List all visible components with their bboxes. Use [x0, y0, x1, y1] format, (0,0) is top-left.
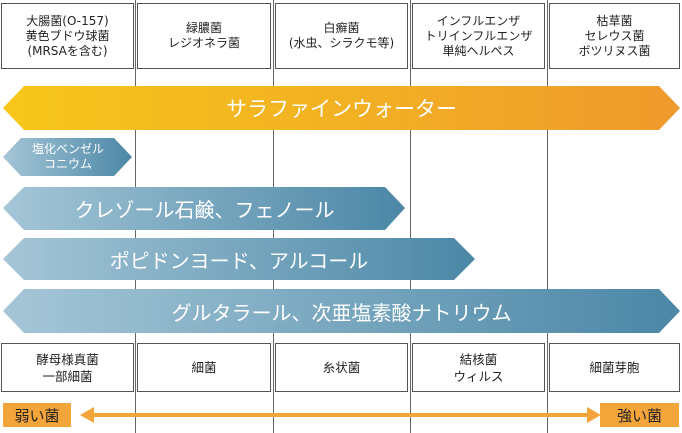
organism-box-bottom-2: 細菌 — [137, 343, 271, 392]
organism-box-bottom-3: 糸状菌 — [275, 343, 408, 392]
arrow-sarafine-water — [3, 86, 680, 130]
weak-organism-label: 弱い菌 — [3, 403, 71, 427]
organism-box-top-1: 大腸菌(O-157) 黄色ブドウ球菌 (MRSAを含む) — [1, 3, 134, 69]
strength-scale-right-head — [587, 407, 601, 423]
arrow-benzalkonium — [3, 138, 132, 176]
arrow-povidone-alcohol — [3, 238, 475, 280]
organism-box-top-5: 枯草菌 セレウス菌 ボツリヌス菌 — [549, 3, 680, 69]
arrow-cresol-phenol — [3, 187, 405, 230]
organism-box-bottom-4: 結核菌 ウィルス — [412, 343, 545, 392]
strong-organism-label: 強い菌 — [600, 403, 679, 427]
strength-scale-left-head — [80, 407, 94, 423]
organism-box-top-3: 白癬菌 (水虫、シラクモ等) — [275, 3, 408, 69]
column-divider — [410, 0, 411, 433]
organism-box-top-2: 緑膿菌 レジオネラ菌 — [137, 3, 271, 69]
organism-box-bottom-1: 酵母様真菌 一部細菌 — [1, 343, 134, 392]
organism-box-bottom-5: 細菌芽胞 — [549, 343, 680, 392]
arrow-glutaral-hypochlorite — [3, 289, 680, 333]
arrow-label-sarafine-water: サラファインウォーター — [226, 97, 457, 121]
arrow-label-benzalkonium: 塩化ベンゼル コニウム — [31, 142, 104, 171]
arrow-label-glutaral-hypochlorite: グルタラール、次亜塩素酸ナトリウム — [171, 300, 512, 325]
arrow-label-cresol-phenol: クレゾール石鹸、フェノール — [74, 198, 335, 222]
arrow-label-povidone-alcohol: ポピドンヨード、アルコール — [109, 248, 369, 273]
column-divider — [547, 0, 548, 433]
organism-box-top-4: インフルエンザ トリインフルエンザ 単純ヘルペス — [412, 3, 545, 69]
